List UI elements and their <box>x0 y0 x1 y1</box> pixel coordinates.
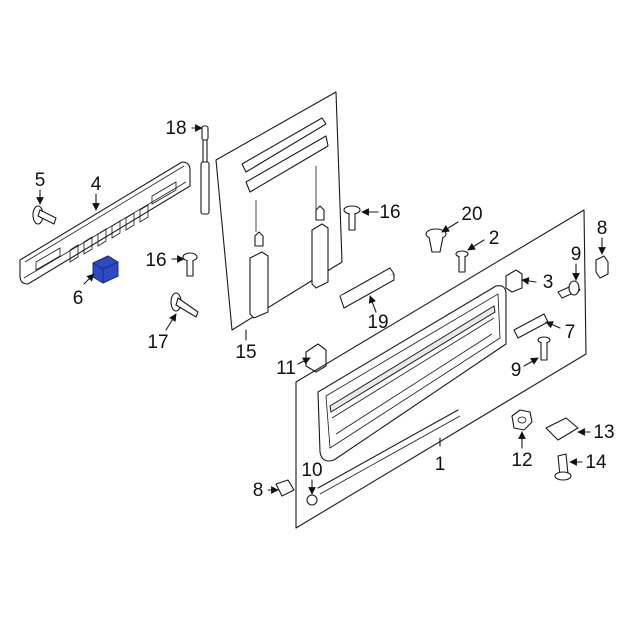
part-7-bracket <box>513 313 549 339</box>
part-16-bolt-right <box>343 205 361 231</box>
part-6-clip-highlighted <box>92 255 119 284</box>
callout-18: 18 <box>165 118 186 139</box>
part-8-clip-left <box>275 479 295 497</box>
callout-5: 5 <box>35 170 46 191</box>
callout-16-right: 16 <box>379 202 400 223</box>
callout-2: 2 <box>489 228 500 249</box>
callout-19: 19 <box>367 312 388 333</box>
callout-11: 11 <box>276 358 296 379</box>
part-17-stud <box>170 292 199 318</box>
callout-9-lower: 9 <box>511 360 522 381</box>
part-18-strut-rod <box>200 125 210 215</box>
callout-14: 14 <box>585 452 607 473</box>
part-4-bracket-strip <box>19 161 191 285</box>
part-2-screw <box>455 250 469 273</box>
callout-7: 7 <box>565 322 576 343</box>
callout-17: 17 <box>147 332 168 353</box>
part-3-clip <box>505 269 523 293</box>
part-16-bolt-left <box>182 252 198 277</box>
part-19-bracket <box>339 267 395 309</box>
part-9-bolt-lower <box>537 336 551 361</box>
part-8-clip-right <box>595 255 609 279</box>
part-11-latch <box>305 343 327 373</box>
leader-arrows <box>36 124 606 495</box>
callout-8-right: 8 <box>597 218 608 239</box>
part-15-cable-assembly <box>215 91 343 331</box>
part-13-plate <box>545 417 579 441</box>
callout-8-left: 8 <box>253 480 264 501</box>
callout-3: 3 <box>543 272 554 293</box>
part-14-stud <box>554 453 572 481</box>
callout-6: 6 <box>73 288 84 309</box>
callout-12: 12 <box>511 450 532 471</box>
part-12-nut <box>511 409 533 431</box>
callout-15: 15 <box>235 342 256 363</box>
part-10-pin <box>306 494 318 506</box>
callout-4: 4 <box>91 174 102 195</box>
callout-1: 1 <box>435 454 446 475</box>
callout-10: 10 <box>301 460 322 481</box>
part-1-tailgate <box>295 209 587 529</box>
callout-labels: 1 2 3 4 5 6 7 8 8 9 9 10 11 12 13 14 15 … <box>35 118 615 501</box>
callout-13: 13 <box>593 422 614 443</box>
callout-16-left: 16 <box>145 250 166 271</box>
part-5-rivet <box>32 205 57 225</box>
part-20-push-clip <box>425 228 447 253</box>
callout-20: 20 <box>461 204 482 225</box>
callout-9-upper: 9 <box>571 244 582 265</box>
part-9-bolt-upper <box>557 280 581 299</box>
